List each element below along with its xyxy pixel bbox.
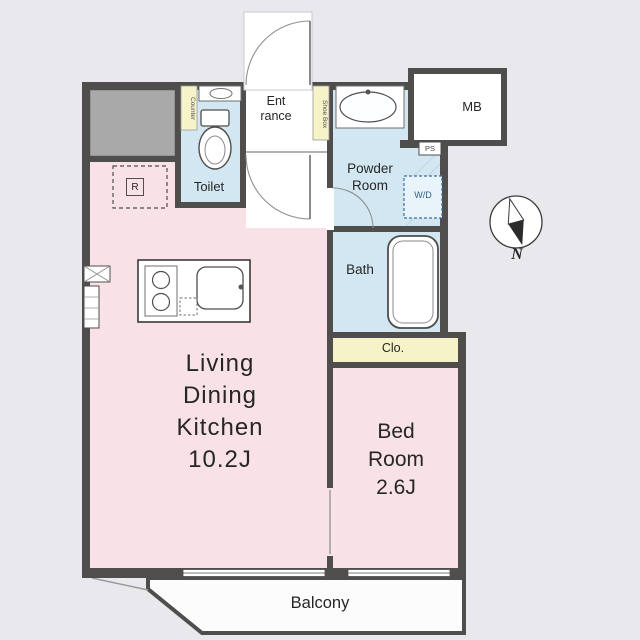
powder-room-label: Powder Room [328, 160, 412, 194]
wall-segment [82, 156, 181, 162]
powder-room-label-line: Room [351, 178, 388, 193]
toilet-label: Toilet [193, 179, 225, 194]
bedroom-floor [333, 368, 458, 568]
refrigerator-space [112, 165, 168, 209]
balcony-connector [91, 577, 149, 591]
stove-unit [144, 265, 178, 317]
bedroom-label: Bed Room 2.6J [334, 418, 458, 502]
wall-segment [175, 82, 181, 208]
bath-label: Bath [346, 262, 374, 277]
toilet-bowl [198, 126, 232, 170]
ldk-label-line: Dining [182, 382, 258, 409]
bathtub [387, 235, 439, 329]
ldk-area-label: 10.2J [188, 446, 252, 473]
vanity-faucet [365, 89, 371, 95]
toilet-counter-label: Counter [189, 97, 196, 121]
entrance-label: Ent rance [250, 94, 302, 124]
toilet-tank [200, 109, 230, 127]
bedroom-area-label: 2.6J [376, 476, 416, 499]
duct-box-cross [83, 265, 111, 283]
bedroom-label-line: Bed [377, 420, 415, 443]
bathtub-inner [392, 240, 434, 324]
washer-dryer-box [403, 175, 443, 219]
closet-floor [333, 338, 459, 362]
entrance-label-line: Ent [266, 94, 286, 108]
windows [182, 569, 451, 577]
meter-box [408, 68, 507, 146]
wall-segment [458, 332, 466, 578]
washer-dryer-label: W/D [414, 190, 432, 200]
door-arcs [245, 20, 374, 229]
vanity-sink [339, 91, 397, 123]
shoe-box [312, 85, 330, 141]
ldk-label-line: Living [185, 350, 255, 377]
balcony-label: Balcony [290, 594, 350, 612]
kitchen-sink [196, 266, 244, 310]
powder-room-label-line: Powder [347, 161, 393, 176]
wall-segment [327, 226, 448, 232]
closet-label: Clo. [381, 341, 405, 355]
powder-door-arc [332, 187, 374, 229]
compass [489, 195, 543, 249]
bedroom-label-line: Room [367, 448, 425, 471]
entrance-door-strip [243, 11, 313, 91]
entrance-door-arc-inner [245, 154, 311, 220]
entrance-label-line: rance [260, 109, 292, 123]
stove-burner [151, 270, 171, 290]
stove-burner [151, 292, 171, 312]
pipe-space-box [418, 141, 442, 156]
kitchen-hatch-square [179, 297, 198, 316]
wall-segment [327, 332, 466, 338]
toilet-hand-basin [209, 88, 233, 99]
refrigerator-label: R [126, 178, 144, 196]
ldk-label: Living Dining Kitchen 10.2J [128, 348, 312, 476]
toilet-seat [204, 135, 226, 165]
shoe-box-label: Shoe Box [321, 99, 328, 129]
structural-block [89, 89, 176, 157]
wall-segment [327, 82, 333, 230]
wall-segment [82, 82, 90, 578]
entrance-door-arc-outer [245, 20, 311, 86]
pipe-space-label: PS [424, 144, 435, 153]
meter-box-label: MB [462, 99, 482, 114]
wall-segment [240, 82, 246, 208]
wall-segment [175, 202, 246, 208]
toilet-counter-strip [180, 85, 198, 131]
compass-north-label: N [511, 246, 523, 263]
powder-door-gap [326, 188, 334, 230]
shelf-box [83, 285, 100, 329]
wall-segment [327, 226, 333, 575]
compass-needle-dark [508, 219, 524, 246]
kitchen-faucet [238, 284, 244, 290]
ldk-label-line: Kitchen [176, 414, 264, 441]
wall-segment [440, 140, 448, 338]
wall-segment [327, 362, 466, 368]
